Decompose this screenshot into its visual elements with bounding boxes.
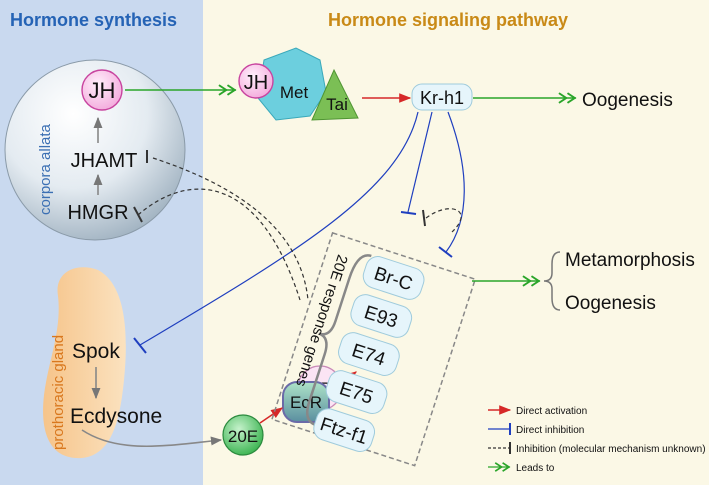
synthesis-heading: Hormone synthesis	[10, 10, 177, 30]
legend-activation-label: Direct activation	[516, 406, 587, 417]
met-shape	[257, 47, 327, 121]
hmgr-label: HMGR	[67, 202, 128, 224]
legend-unknown-label: Inhibition (molecular mechanism unknown)	[516, 444, 706, 455]
jh-molecule-synthesis	[81, 69, 123, 111]
jh-molecule-signaling	[238, 63, 274, 99]
outcome-oogenesis: Oogenesis	[565, 293, 656, 314]
brc-unknown-inhibition-bar	[422, 209, 426, 227]
prothoracic-gland-shape	[43, 267, 126, 459]
krh1-inhibits-e93-line	[445, 111, 465, 253]
tai-label: Tai	[326, 95, 348, 114]
spok-label: Spok	[72, 340, 120, 363]
jhamt-label: JHAMT	[71, 150, 138, 172]
ecr-inhibits-hmgr-dashed	[137, 188, 301, 301]
corpora-allata-sphere	[4, 59, 186, 241]
jh-label-signaling: JH	[244, 72, 268, 94]
ecr-shape	[282, 381, 330, 423]
20e-label: 20E	[228, 427, 258, 446]
gene-pill	[362, 256, 425, 300]
krh1-inhibits-brc-line	[407, 111, 433, 213]
brc-inhibition-bar	[400, 211, 417, 215]
spok-inhibition-bar	[133, 337, 147, 354]
e93-inhibits-brc-dashed	[425, 208, 462, 233]
krh1-inhibits-spok-line	[139, 111, 419, 346]
ecdysone-label: Ecdysone	[70, 405, 162, 428]
met-label: Met	[280, 83, 309, 102]
krh1-label: Kr-h1	[420, 88, 464, 108]
signaling-heading: Hormone signaling pathway	[328, 10, 568, 30]
gene-pill	[325, 370, 388, 414]
legend-leads-label: Leads to	[516, 463, 555, 474]
gene-pill	[313, 408, 376, 452]
outcome-metamorphosis: Metamorphosis	[565, 250, 695, 271]
legend-inhibition-label: Direct inhibition	[516, 425, 584, 436]
genes-brace	[306, 254, 372, 427]
jh-label-synthesis: JH	[89, 78, 116, 103]
ecdysone-to-20e-arrow	[81, 429, 223, 447]
legend: Direct activation Direct inhibition Inhi…	[488, 405, 706, 474]
krh1-box	[411, 83, 473, 111]
ecr-label: EcR	[290, 393, 322, 412]
20e-to-ecr-arrow	[259, 407, 283, 424]
hmgr-inhibition-bar	[133, 206, 143, 223]
corpora-allata-label: corpora allata	[37, 123, 54, 215]
gene-pill	[350, 294, 413, 338]
gene-pill	[338, 332, 400, 376]
outcome-brace	[543, 251, 561, 311]
tai-shape	[311, 68, 359, 121]
prothoracic-gland-label: prothoracic gland	[50, 335, 67, 450]
e93-inhibition-bar	[438, 246, 453, 258]
oogenesis-top-label: Oogenesis	[582, 90, 673, 111]
20e-shape	[222, 414, 264, 456]
